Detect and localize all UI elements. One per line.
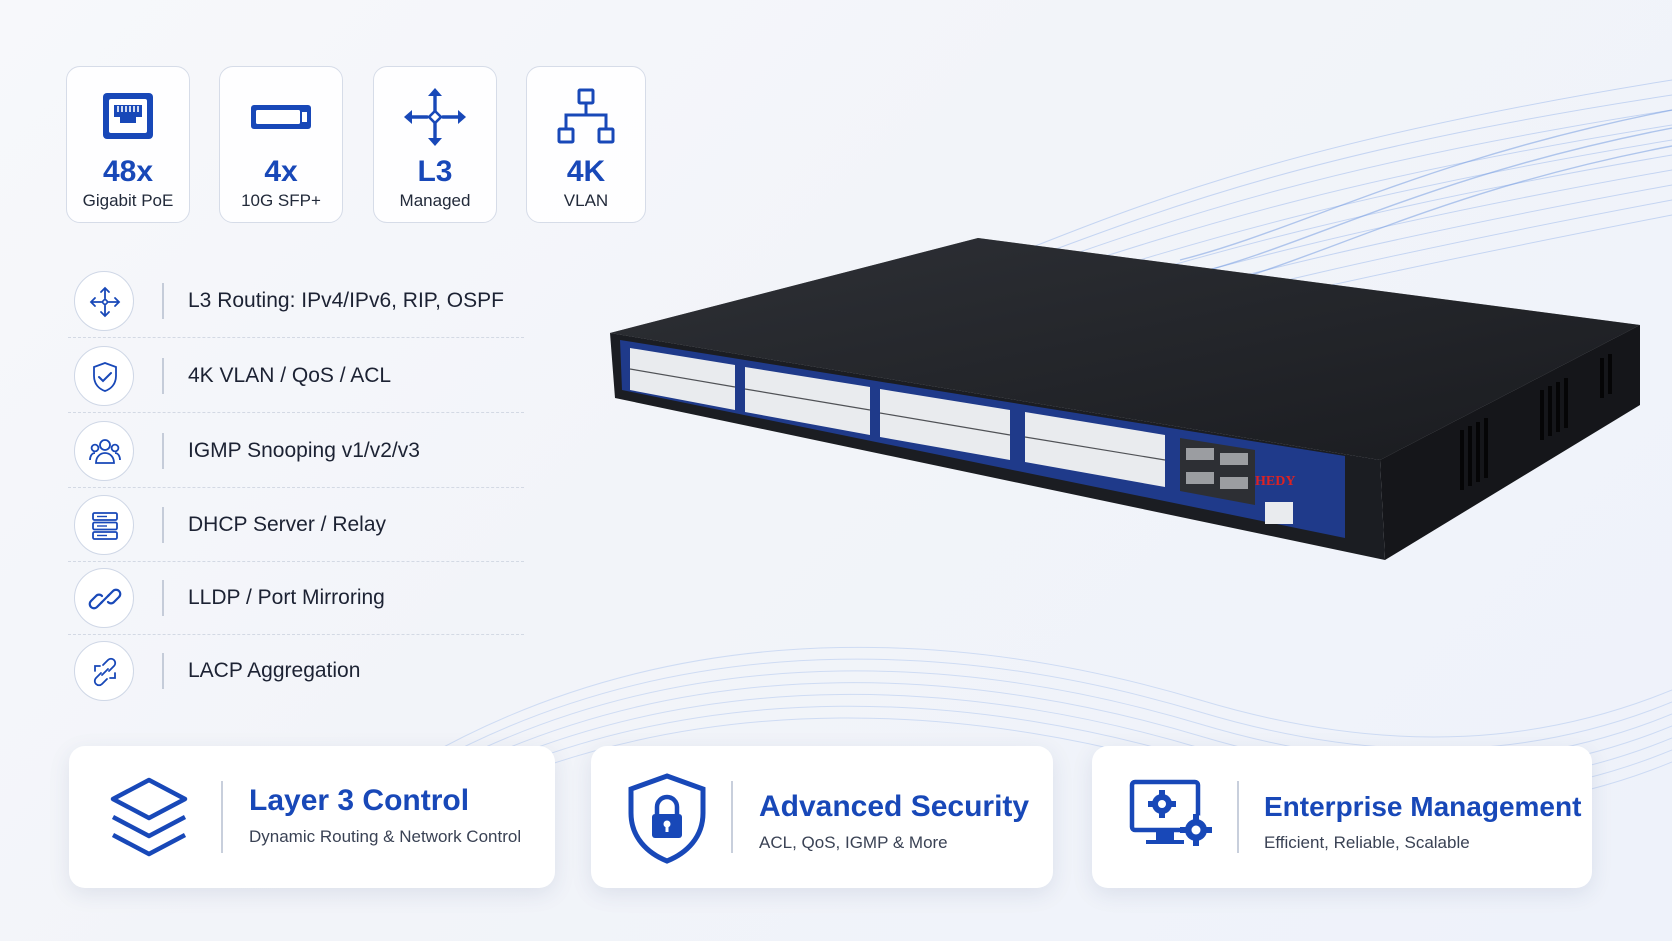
stat-label: Managed (399, 191, 471, 210)
port-block (630, 348, 1165, 487)
routing-arrows-icon (89, 286, 121, 318)
stat-value: 4x (264, 155, 298, 188)
feature-row-dhcp: DHCP Server / Relay (68, 487, 524, 562)
card-subtitle: Efficient, Reliable, Scalable (1264, 833, 1470, 852)
stat-label: Gigabit PoE (82, 191, 174, 210)
card-title: Advanced Security (759, 790, 1030, 823)
card-subtitle: ACL, QoS, IGMP & More (759, 833, 948, 852)
stat-label: VLAN (563, 191, 609, 210)
feature-text: LLDP / Port Mirroring (188, 586, 385, 609)
chain-link-icon (88, 588, 122, 610)
feature-row-lacp: LACP Aggregation (68, 633, 524, 708)
feature-text: L3 Routing: IPv4/IPv6, RIP, OSPF (188, 289, 504, 312)
sfp-module-icon (251, 105, 311, 129)
users-group-icon (89, 439, 121, 464)
layers-icon (110, 777, 188, 857)
monitor-gears-icon (1129, 779, 1212, 846)
card-layer3: Layer 3 Control Dynamic Routing & Networ… (69, 746, 555, 888)
link-aggregation-icon (93, 657, 117, 687)
feature-row-routing: L3 Routing: IPv4/IPv6, RIP, OSPF (68, 263, 524, 338)
stat-tile-sfp: 4x 10G SFP+ (219, 66, 343, 223)
ethernet-port-icon (103, 93, 153, 139)
card-management: Enterprise Management Efficient, Reliabl… (1092, 746, 1592, 888)
card-title: Layer 3 Control (249, 784, 470, 817)
feature-row-lldp: LLDP / Port Mirroring (68, 560, 524, 635)
feature-row-igmp: IGMP Snooping v1/v2/v3 (68, 413, 524, 488)
card-subtitle: Dynamic Routing & Network Control (249, 827, 522, 846)
feature-text: IGMP Snooping v1/v2/v3 (188, 439, 420, 462)
stat-value: 48x (102, 155, 154, 188)
card-security: Advanced Security ACL, QoS, IGMP & More (591, 746, 1053, 888)
feature-text: LACP Aggregation (188, 659, 361, 682)
stat-tile-vlan: 4K VLAN (526, 66, 646, 223)
shield-check-icon (93, 362, 117, 392)
network-tree-icon (557, 88, 615, 144)
server-stack-icon (92, 512, 118, 540)
routing-arrows-icon (404, 88, 466, 146)
card-title: Enterprise Management (1264, 791, 1582, 822)
stat-tile-poe: 48x Gigabit PoE (66, 66, 190, 223)
shield-lock-icon (628, 773, 706, 864)
stat-label: 10G SFP+ (241, 191, 321, 210)
feature-text: DHCP Server / Relay (188, 513, 387, 536)
stat-value: L3 (417, 155, 453, 188)
stat-value: 4K (566, 155, 606, 188)
network-switch-image: HEDY (610, 238, 1640, 560)
brand-logo: HEDY (1255, 474, 1295, 489)
stat-tile-l3: L3 Managed (373, 66, 497, 223)
feature-row-vlan: 4K VLAN / QoS / ACL (68, 338, 524, 413)
feature-text: 4K VLAN / QoS / ACL (188, 364, 392, 387)
